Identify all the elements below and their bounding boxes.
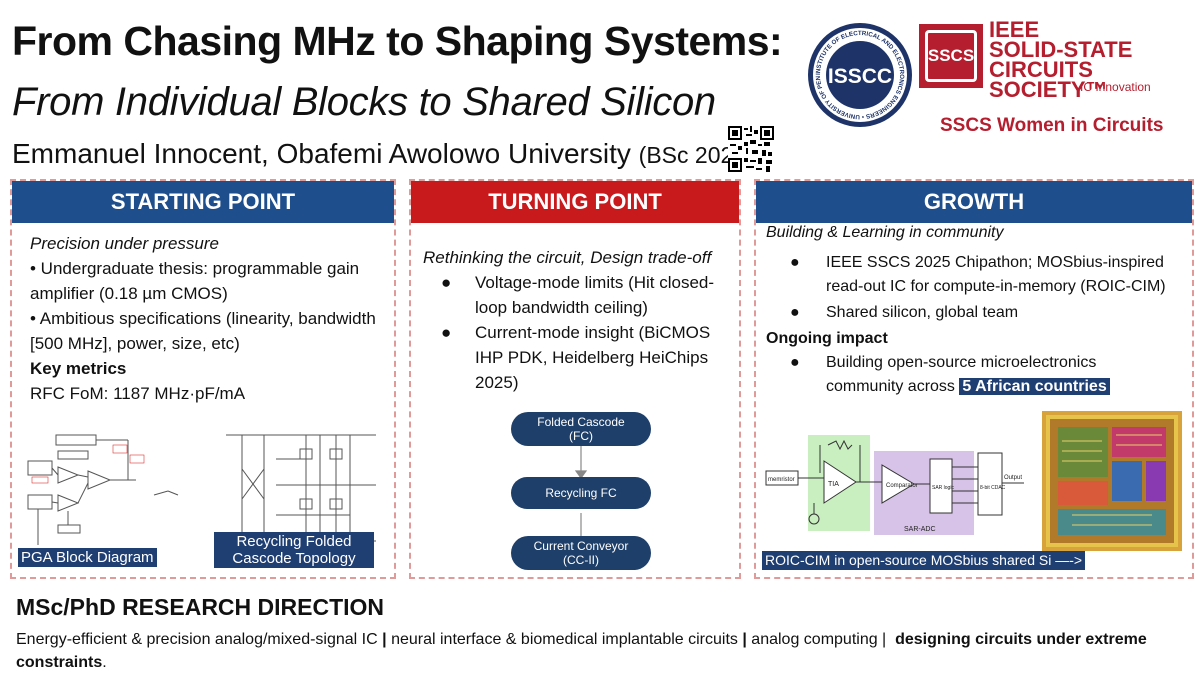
research-part-2: neural interface & biomedical implantabl…	[391, 631, 738, 648]
author-line: Emmanuel Innocent, Obafemi Awolowo Unive…	[12, 138, 754, 170]
chip-die-photo	[1042, 411, 1182, 551]
isscc-logo-text: ISSCC	[828, 65, 892, 88]
research-text: Energy-efficient & precision analog/mixe…	[16, 628, 1186, 674]
pga-block-diagram	[27, 434, 179, 545]
turning-bullet-2: Current-mode insight (BiCMOS IHP PDK, He…	[475, 323, 711, 392]
turning-bullet-1: Voltage-mode limits (Hit closed-loop ban…	[475, 273, 715, 317]
sscs-logo-mark: SSCS	[919, 24, 983, 88]
women-in-circuits: SSCS Women in Circuits	[940, 115, 1164, 136]
growth-bullet-1: IEEE SSCS 2025 Chipathon; MOSbius-inspir…	[826, 254, 1166, 295]
poster-title: From Chasing MHz to Shaping Systems:	[12, 18, 783, 64]
roic-block-diagram: memristor TIA Comparator SAR-ADC SAR log…	[764, 433, 1036, 541]
comparator-label: Comparator	[886, 483, 918, 489]
sscs-logo-line3: CIRCUITS SOCIETY™	[989, 57, 1108, 102]
ongoing-impact-label: Ongoing impact	[766, 330, 888, 347]
starting-bullet-1: • Undergraduate thesis: programmable gai…	[30, 259, 360, 303]
flow-box-recycling-fc: Recycling FC	[511, 477, 651, 509]
flow-box-folded-cascode: Folded Cascode(FC)	[511, 412, 651, 446]
starting-point-heading: STARTING POINT	[12, 181, 394, 223]
research-part-1: Energy-efficient & precision analog/mixe…	[16, 631, 378, 648]
rfc-schematic	[226, 434, 376, 542]
research-part-4: designing circuits under extreme constra…	[16, 631, 1147, 671]
research-separator-1: |	[382, 631, 387, 648]
roic-schematic: memristor TIA Comparator SAR-ADC SAR log…	[765, 439, 1024, 533]
sscs-logo-text: IEEE SOLID-STATE CIRCUITS SOCIETY™	[989, 17, 1200, 102]
output-label: Output	[1004, 475, 1022, 481]
sscs-logo-line2: SOLID-STATE	[989, 37, 1133, 62]
research-heading: MSc/PhD RESEARCH DIRECTION	[16, 594, 385, 620]
sscs-tagline: IC Innovation	[1080, 80, 1151, 94]
starting-subtitle: Precision under pressure	[30, 234, 219, 253]
turning-subtitle: Rethinking the circuit, Design trade-off	[423, 248, 712, 267]
turning-point-heading: TURNING POINT	[411, 181, 739, 223]
african-countries-highlight: 5 African countries	[959, 378, 1110, 395]
roic-caption: ROIC-CIM in open-source MOSbius shared S…	[762, 551, 1086, 570]
growth-heading: GROWTH	[756, 181, 1192, 223]
key-metrics-value: RFC FoM: 1187 MHz·pF/mA	[30, 384, 246, 403]
research-part-3: analog computing |	[751, 631, 887, 648]
cdac-label: 8-bit CDAC	[980, 485, 1006, 491]
poster-subtitle: From Individual Blocks to Shared Silicon	[12, 80, 716, 124]
starting-point-panel: STARTING POINT Precision under pressure …	[10, 179, 396, 579]
isscc-logo: INSTITUTE OF ELECTRICAL AND ELECTRONICS …	[807, 22, 912, 127]
memristor-label: memristor	[768, 477, 795, 483]
flow-box-current-conveyor: Current Conveyor(CC-II)	[511, 536, 651, 570]
growth-panel: GROWTH Building & Learning in community …	[754, 179, 1194, 579]
growth-bullet-3: Building open-source microelectronics co…	[826, 354, 1097, 395]
sar-logic-label: SAR logic	[932, 485, 954, 491]
turning-point-panel: TURNING POINT Rethinking the circuit, De…	[409, 179, 741, 579]
sscs-badge: SSCS	[925, 30, 977, 82]
key-metrics-label: Key metrics	[30, 359, 127, 378]
qr-code-icon[interactable]	[728, 126, 774, 172]
growth-bullet-2: Shared silicon, global team	[826, 304, 1019, 321]
rfc-caption: Recycling Folded Cascode Topology	[214, 532, 374, 568]
research-separator-2: |	[742, 631, 747, 648]
author-name: Emmanuel Innocent, Obafemi Awolowo Unive…	[12, 138, 631, 169]
starting-bullet-2: • Ambitious specifications (linearity, b…	[30, 309, 376, 353]
sar-adc-label: SAR-ADC	[904, 526, 936, 533]
tia-label: TIA	[828, 481, 839, 488]
sscs-logo-line1: IEEE	[989, 17, 1040, 42]
research-end: .	[102, 654, 107, 671]
pga-caption: PGA Block Diagram	[18, 548, 157, 567]
growth-subtitle: Building & Learning in community	[766, 224, 1004, 241]
